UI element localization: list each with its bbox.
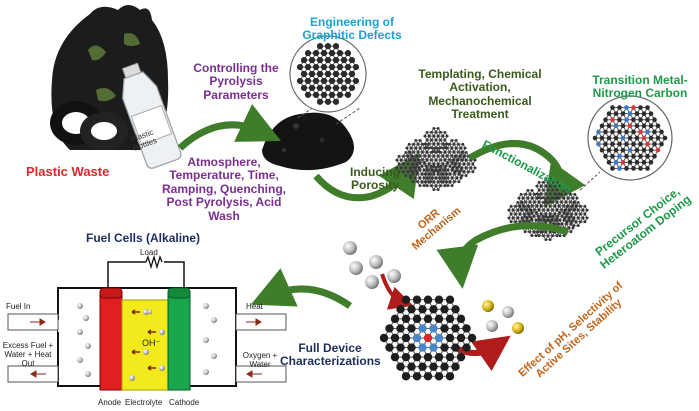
functionalized-carbon-cluster [507,176,589,242]
carbon-powder-pile [262,112,354,171]
orr-arrow-in [380,273,414,310]
cathode-label: Cathode [169,398,200,407]
graphitic-defects-magnifier [289,35,367,125]
fuel-in-label: Fuel In [6,302,31,311]
arrow-to-orr [436,222,570,289]
oxygen-water-label: Oxygen + Water [242,351,278,369]
transition-metal-magnifier [579,95,673,191]
engineering-defects-label: Engineering of Graphitic Defects [302,15,402,43]
electrolyte-label: Electrolyte [125,398,163,407]
full-device-label: Full Device Characterizations [280,341,381,369]
plastic-rings-icon [50,101,128,150]
pyrolysis-parameters-list: Atmosphere, Temperature, Time, Ramping, … [161,155,286,223]
arrow-carbon-to-porous [313,152,420,202]
heat-label: Heat [246,302,263,311]
arrow-to-fuel-cell [250,268,353,309]
templating-label: Templating, Chemical Activation, Mechano… [418,67,542,122]
fuel-cells-title: Fuel Cells (Alkaline) [86,231,201,245]
catalyst-lattice [379,295,477,381]
arrow-porous-to-functionalized [468,140,586,208]
inducing-porosity-label: Inducing Porosity [350,165,400,193]
arrow-bag-to-carbon [177,104,281,151]
transition-metal-label: Transition Metal-Nitrogen Carbon [592,73,688,101]
plastic-waste-label: Plastic Waste [26,164,110,179]
oxygen-spheres [343,241,401,289]
porous-carbon-cluster [395,126,477,192]
fuel-cell-diagram [7,254,287,391]
load-label: Load [140,248,158,257]
plastic-bottle-icon [121,62,182,169]
product-spheres [482,300,524,334]
anode-label: Anode [98,398,122,407]
oh-label: OH⁻ [142,338,161,348]
excess-fuel-label: Excess Fuel + Water + Heat Out [2,341,54,368]
anode-electrode [99,293,123,391]
electrolyte-layer [121,299,169,391]
load-resistor [145,254,163,270]
cathode-electrode [167,293,191,391]
controlling-pyrolysis-label: Controlling the Pyrolysis Parameters [193,61,279,102]
